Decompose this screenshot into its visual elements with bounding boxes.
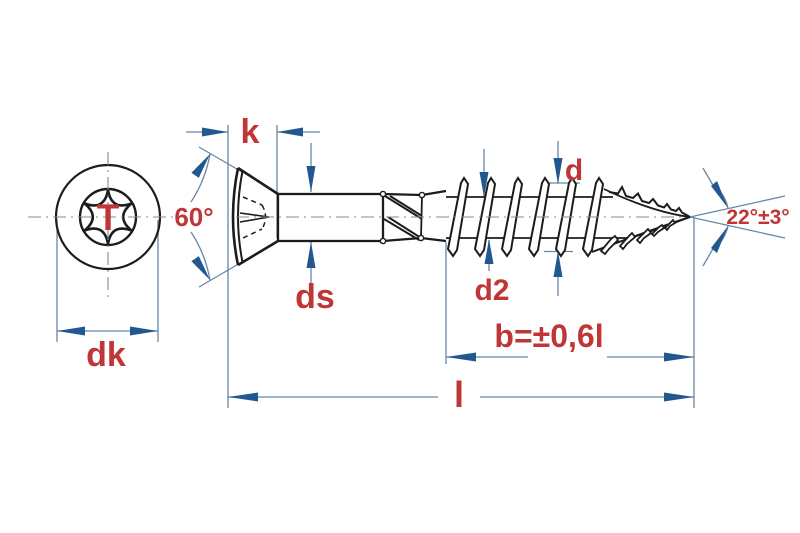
torx-drive-label: T bbox=[97, 197, 120, 238]
tip-arc-tangent-upper bbox=[702, 167, 715, 188]
head-angle-label: 60° bbox=[174, 202, 213, 232]
centerlines bbox=[28, 152, 686, 300]
tip-ray-upper bbox=[689, 195, 786, 218]
mill-node-bottom-right bbox=[417, 234, 425, 242]
tip-arc-tangent-lower bbox=[702, 246, 715, 267]
mill-flute-2a bbox=[383, 218, 420, 241]
tip-arc-arrow-bottom bbox=[711, 226, 728, 253]
thread-core-diameter-label: d2 bbox=[474, 274, 509, 307]
dimension-labels: T dk k 60° ds d d2 b=±0,6l l 22°±3° bbox=[86, 113, 790, 415]
l-arrow-left bbox=[228, 392, 258, 402]
thread-length-label: b=±0,6l bbox=[494, 318, 603, 354]
cone-arc-arrow-top bbox=[191, 154, 210, 178]
mill-node-top-right bbox=[418, 191, 426, 199]
ds-arrow-top bbox=[306, 166, 316, 192]
cone-ray-upper bbox=[198, 146, 243, 173]
tip-teeth bbox=[608, 184, 691, 218]
d2-arrow-top bbox=[479, 172, 489, 197]
mill-top-edge bbox=[382, 189, 447, 197]
shank-diameter-label: ds bbox=[295, 278, 335, 316]
mill-flute-1b bbox=[389, 195, 423, 217]
recess-hidden-bottom bbox=[242, 228, 263, 239]
head-bottom-slant bbox=[237, 239, 279, 267]
d-arrow-top bbox=[553, 158, 563, 184]
tip-blade bbox=[618, 231, 637, 251]
dk-arrow-right bbox=[130, 326, 158, 336]
b-arrow-left bbox=[446, 352, 476, 362]
head-height-label: k bbox=[241, 113, 260, 151]
mill-flute-1a bbox=[384, 195, 423, 220]
tip-blade bbox=[635, 227, 653, 245]
d2-arrow-bottom bbox=[484, 239, 494, 264]
cone-arc-upper bbox=[190, 153, 211, 203]
d-arrow-bottom bbox=[553, 251, 563, 277]
torx-recess-star bbox=[83, 188, 133, 246]
dimension-arrowheads bbox=[57, 127, 728, 402]
k-arrow-right bbox=[277, 127, 303, 137]
mill-node-top-left bbox=[379, 190, 387, 198]
tip-ray-lower bbox=[689, 216, 786, 239]
head-back-outer-curve bbox=[231, 167, 240, 266]
head-diameter-label: dk bbox=[86, 336, 126, 374]
tip-angle-label: 22°±3° bbox=[726, 206, 789, 229]
tip-blade bbox=[663, 218, 677, 232]
cone-arc-arrow-bottom bbox=[191, 256, 210, 280]
extension-and-dimension-lines bbox=[56, 125, 786, 408]
total-length-label: l bbox=[454, 374, 464, 415]
tip-thread-blades bbox=[599, 218, 677, 256]
thread-outer-diameter-label: d bbox=[565, 154, 583, 187]
dk-arrow-left bbox=[57, 326, 85, 336]
tip-arc-arrow-top bbox=[711, 181, 728, 208]
ds-arrow-bottom bbox=[306, 242, 316, 268]
cone-ray-lower bbox=[198, 261, 243, 288]
k-arrow-left bbox=[202, 127, 228, 137]
thread-flight bbox=[446, 176, 470, 258]
mill-flute-2b bbox=[387, 216, 422, 239]
thread-flight bbox=[473, 176, 497, 258]
l-arrow-right bbox=[664, 392, 694, 402]
recess-hidden-top bbox=[242, 196, 263, 206]
b-arrow-right bbox=[664, 352, 694, 362]
tip-blade bbox=[599, 234, 620, 256]
head-top-slant bbox=[237, 166, 279, 196]
cone-arc-lower bbox=[190, 231, 211, 281]
mill-node-bottom-left bbox=[379, 237, 387, 245]
